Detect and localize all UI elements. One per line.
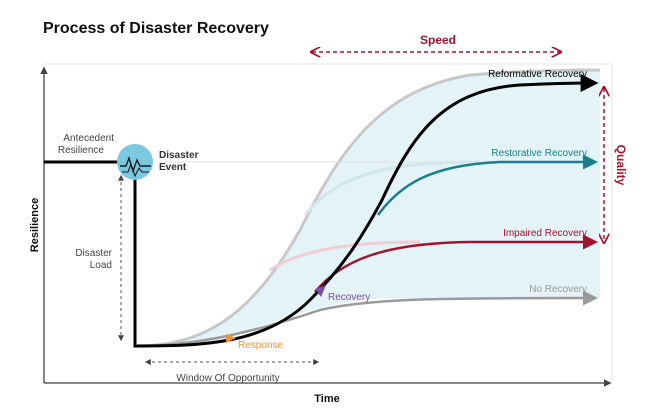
response-marker [226,334,236,343]
ghost-curve-impaired [269,240,421,272]
no-recovery-curve [134,290,598,348]
quality-label: Quality [614,145,628,186]
reformative-recovery-label: Reformative Recovery [488,69,587,80]
recovery-envelope-band [135,70,600,346]
impaired-recovery-label: Impaired Recovery [503,228,587,239]
recovery-label: Recovery [328,292,370,303]
restorative-recovery-label: Restorative Recovery [491,148,587,159]
x-axis-label: Time [314,393,339,405]
no-recovery-label: No Recovery [529,284,587,295]
response-label: Response [238,340,283,351]
y-axis-label: Resilience [29,198,41,252]
ghost-curve-outer [134,68,601,348]
window-of-opportunity-label: Window Of Opportunity [176,373,279,384]
speed-label: Speed [420,33,456,47]
seismograph-icon [117,144,153,180]
recovery-marker [315,285,326,297]
page-title: Process of Disaster Recovery [43,20,269,37]
restorative-recovery-curve [376,154,598,216]
impaired-recovery-curve [314,234,598,293]
